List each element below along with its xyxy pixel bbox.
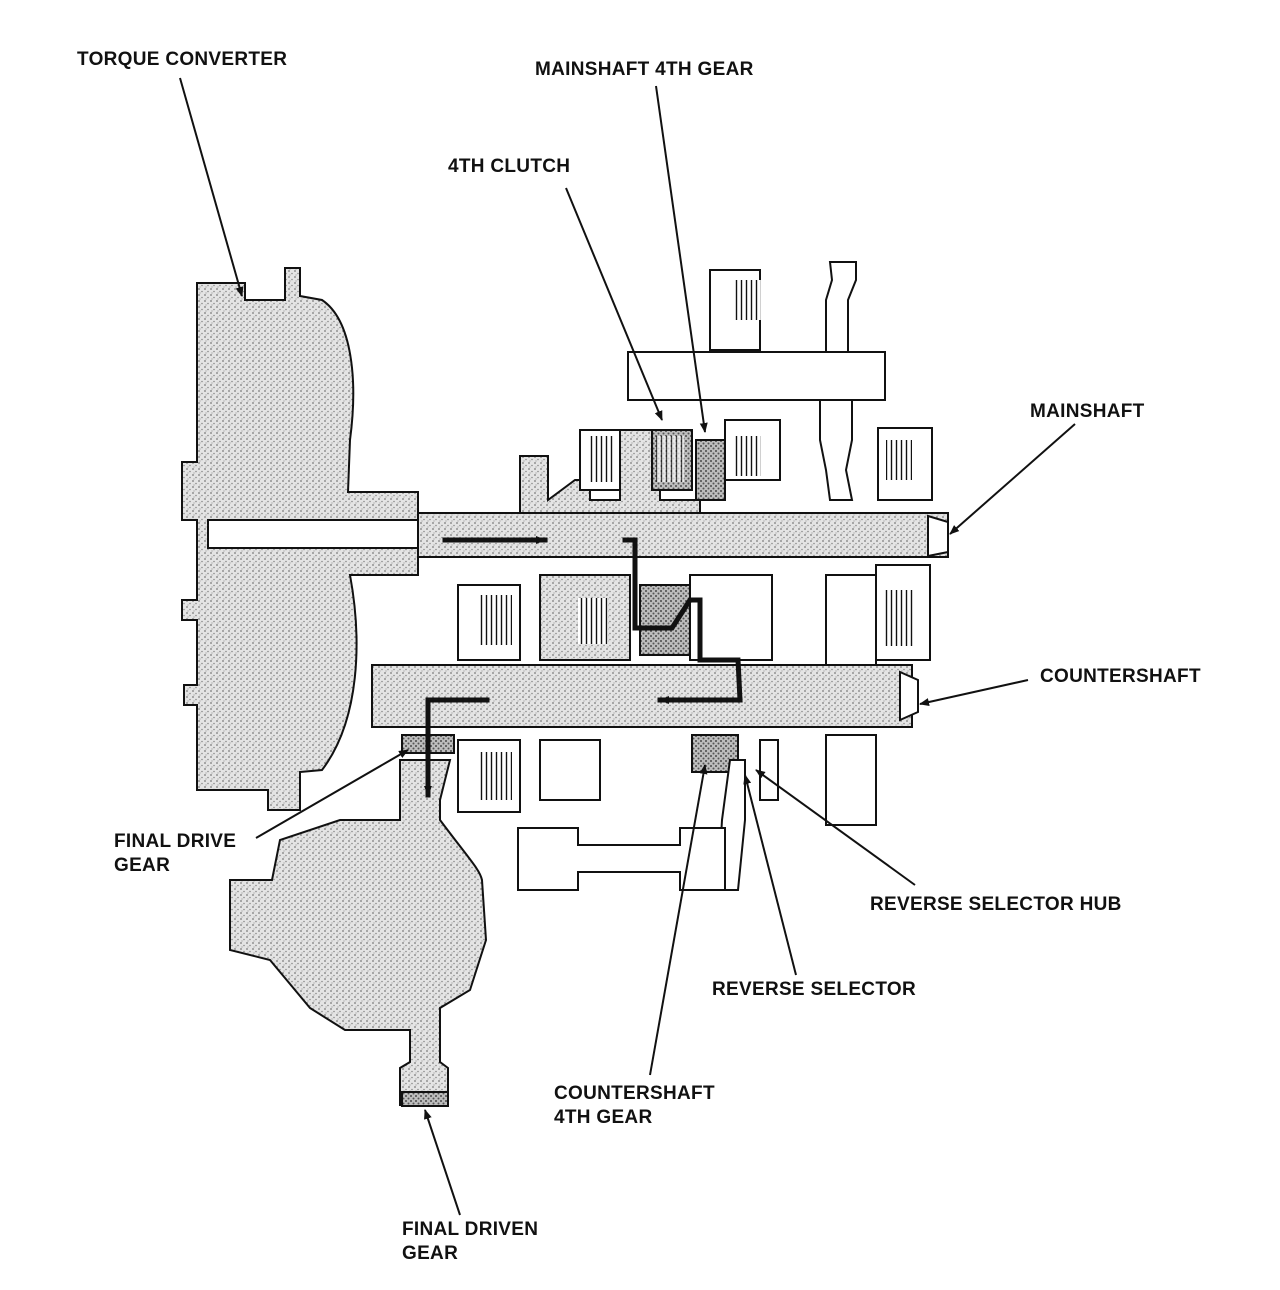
leader-mainshaft-4th-gear xyxy=(655,85,708,433)
leader-lines xyxy=(179,77,1076,1216)
label-reverse-selector-hub: REVERSE SELECTOR HUB xyxy=(870,894,1122,915)
leader-final-drive-gear xyxy=(255,749,409,839)
label-final-drive-gear: FINAL DRIVE GEAR xyxy=(114,830,236,878)
countershaft-lower-assembly xyxy=(401,734,877,891)
label-mainshaft-4th-gear: MAINSHAFT 4TH GEAR xyxy=(535,59,754,80)
label-countershaft-4th-gear-line1: COUNTERSHAFT xyxy=(554,1083,715,1104)
leader-4th-clutch xyxy=(565,187,663,421)
upper-idler-assembly xyxy=(627,261,933,501)
label-final-driven-gear-line1: FINAL DRIVEN xyxy=(402,1219,539,1240)
label-torque-converter: TORQUE CONVERTER xyxy=(77,49,288,70)
label-countershaft-4th-gear: COUNTERSHAFT 4TH GEAR xyxy=(554,1082,715,1130)
differential-body xyxy=(229,759,488,1107)
leader-countershaft xyxy=(919,679,1029,706)
label-mainshaft: MAINSHAFT xyxy=(1030,401,1145,422)
leader-reverse-selector xyxy=(743,774,797,976)
power-flow-path xyxy=(424,536,743,798)
countershaft-shape xyxy=(371,664,919,728)
label-countershaft: COUNTERSHAFT xyxy=(1040,666,1201,687)
flow-line-transfer xyxy=(622,537,743,703)
label-final-driven-gear-line2: GEAR xyxy=(402,1243,459,1264)
label-final-driven-gear: FINAL DRIVEN GEAR xyxy=(402,1218,538,1266)
leader-torque-converter xyxy=(179,77,244,297)
mainshaft-clutch-assembly xyxy=(519,419,781,514)
label-final-drive-gear-line2: GEAR xyxy=(114,855,171,876)
label-reverse-selector: REVERSE SELECTOR xyxy=(712,979,916,1000)
mainshaft-shape xyxy=(417,512,949,558)
label-final-drive-gear-line1: FINAL DRIVE xyxy=(114,831,237,852)
leader-mainshaft xyxy=(949,423,1076,535)
middle-clutch-assembly xyxy=(457,564,931,666)
leader-final-driven-gear xyxy=(424,1109,461,1216)
flow-line-final xyxy=(424,697,490,798)
label-countershaft-4th-gear-line2: 4TH GEAR xyxy=(554,1107,653,1128)
leader-reverse-selector-hub xyxy=(755,769,916,886)
leader-countershaft-4th-gear xyxy=(649,764,708,1076)
label-4th-clutch: 4TH CLUTCH xyxy=(448,156,571,177)
torque-converter-body xyxy=(181,267,419,811)
